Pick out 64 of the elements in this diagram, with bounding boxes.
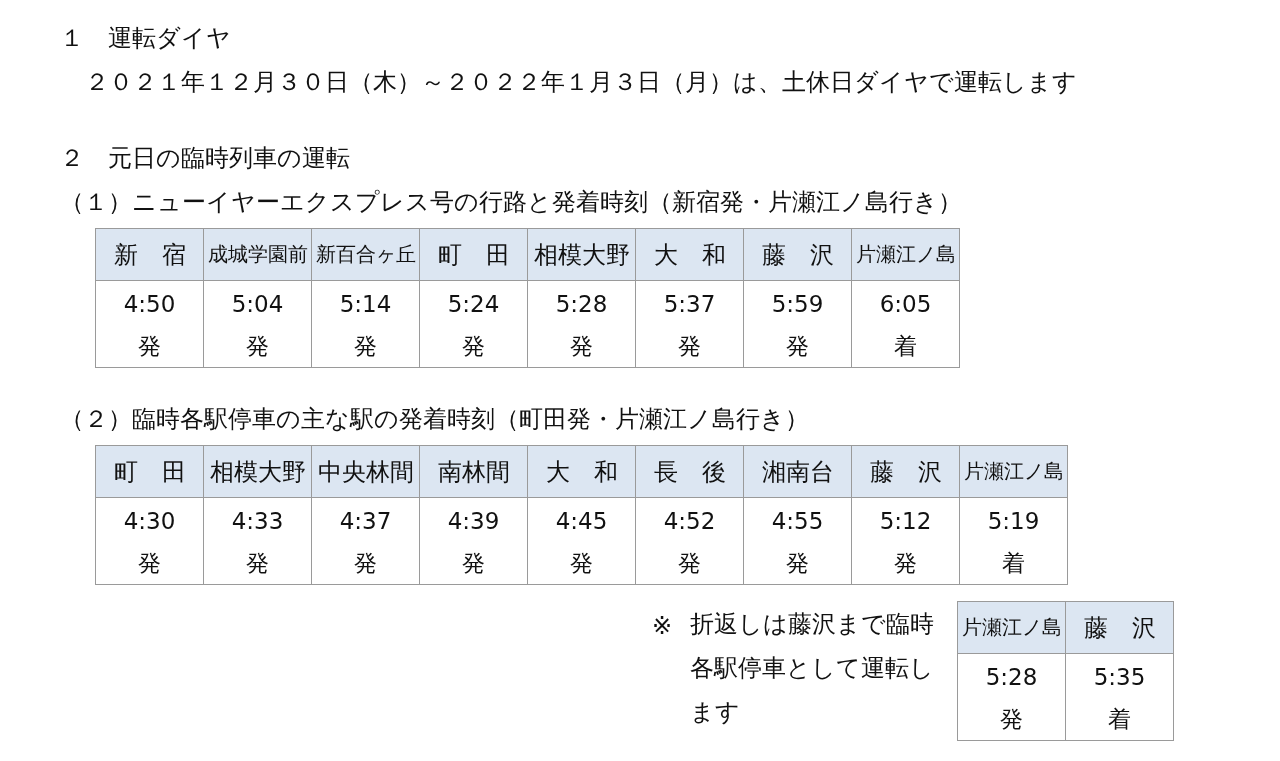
time-text: 5:28 [984,664,1039,690]
station-header: 藤 沢 [743,228,852,281]
station-header: 藤 沢 [1065,601,1174,654]
section-heading: １ 運転ダイヤ [60,24,231,53]
arrival-departure-mark: 発 [999,705,1024,734]
time-text: 6:05 [878,291,933,317]
station-header: 新百合ヶ丘 [311,228,420,281]
station-header: 中央林間 [311,445,420,498]
time-text: 5:12 [878,508,933,534]
time-text: 5:28 [554,291,609,317]
time-text: 5:04 [230,291,285,317]
station-header: 藤 沢 [851,445,960,498]
station-header: 大 和 [635,228,744,281]
arrival-departure-mark: 発 [785,549,810,578]
time-text: 4:39 [446,508,501,534]
time-text: 4:45 [554,508,609,534]
arrival-departure-mark: 発 [785,332,810,361]
time-text: 4:30 [122,508,177,534]
arrival-departure-mark: 発 [461,549,486,578]
station-header: 片瀬江ノ島 [959,445,1068,498]
station-header: 成城学園前 [203,228,312,281]
time-text: 5:35 [1092,664,1147,690]
arrival-departure-mark: 発 [893,549,918,578]
station-header: 片瀬江ノ島 [851,228,960,281]
arrival-departure-mark: 着 [893,332,918,361]
notice-text: ２０２１年１２月３０日（木）～２０２２年１月３日（月）は、土休日ダイヤで運転します [85,68,1077,97]
station-header: 片瀬江ノ島 [957,601,1066,654]
arrival-departure-mark: 発 [353,549,378,578]
arrival-departure-mark: 発 [461,332,486,361]
time-text: 5:14 [338,291,393,317]
time-text: 4:37 [338,508,393,534]
arrival-departure-mark: 発 [569,332,594,361]
arrival-departure-mark: 発 [245,549,270,578]
subsection-heading: （１）ニューイヤーエクスプレス号の行路と発着時刻（新宿発・片瀬江ノ島行き） [60,188,962,217]
arrival-departure-mark: 着 [1107,705,1132,734]
station-header: 南林間 [419,445,528,498]
arrival-departure-mark: 発 [353,332,378,361]
note-mark: ※ [652,612,673,641]
time-text: 5:59 [770,291,825,317]
arrival-departure-mark: 発 [677,549,702,578]
time-text: 4:52 [662,508,717,534]
arrival-departure-mark: 発 [569,549,594,578]
section-heading: ２ 元日の臨時列車の運転 [60,144,350,173]
station-header: 相模大野 [527,228,636,281]
arrival-departure-mark: 発 [137,549,162,578]
station-header: 大 和 [527,445,636,498]
station-header: 湘南台 [743,445,852,498]
station-header: 町 田 [419,228,528,281]
time-text: 5:19 [986,508,1041,534]
station-header: 町 田 [95,445,204,498]
station-header: 長 後 [635,445,744,498]
time-text: 5:24 [446,291,501,317]
note-text: 折返しは藤沢まで臨時各駅停車として運転します [690,609,935,728]
arrival-departure-mark: 発 [137,332,162,361]
arrival-departure-mark: 発 [245,332,270,361]
subsection-heading: （２）臨時各駅停車の主な駅の発着時刻（町田発・片瀬江ノ島行き） [60,405,809,434]
station-header: 相模大野 [203,445,312,498]
arrival-departure-mark: 発 [677,332,702,361]
time-text: 4:55 [770,508,825,534]
arrival-departure-mark: 着 [1001,549,1026,578]
station-header: 新 宿 [95,228,204,281]
time-text: 4:33 [230,508,285,534]
time-text: 4:50 [122,291,177,317]
time-text: 5:37 [662,291,717,317]
